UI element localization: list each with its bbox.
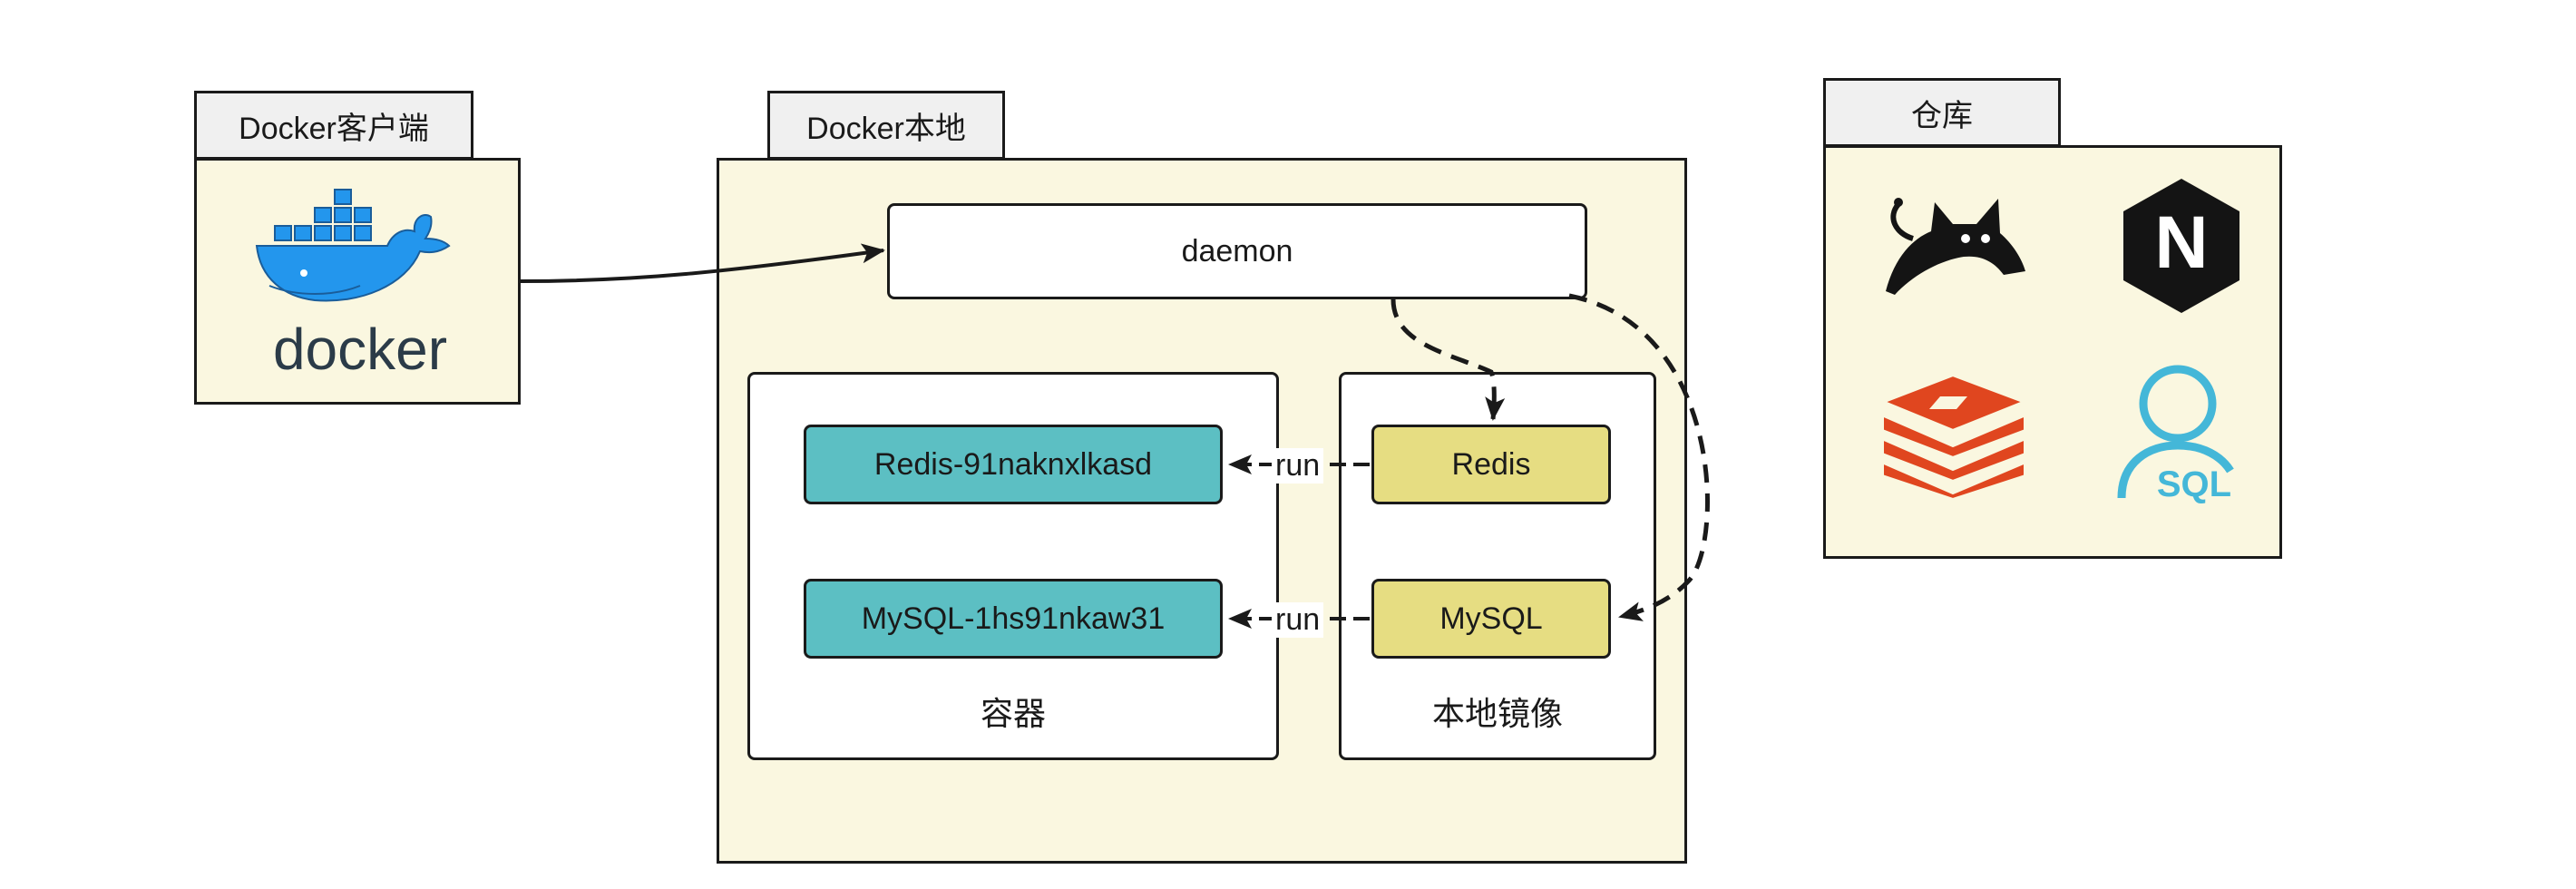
container-mysql: MySQL-1hs91nkaw31 bbox=[804, 579, 1223, 659]
daemon-to-redis-image-arrow bbox=[1390, 298, 1506, 421]
docker-logo-text: docker bbox=[273, 317, 447, 382]
container-redis-label: Redis-91naknxlkasd bbox=[873, 446, 1153, 482]
redis-icon bbox=[1877, 375, 2031, 502]
sql-icon: SQL bbox=[2117, 365, 2234, 504]
registry-tab: 仓库 bbox=[1823, 78, 2061, 147]
docker-client-tab: Docker客户端 bbox=[194, 91, 473, 160]
run-redis-label: run bbox=[1272, 448, 1324, 484]
container-redis: Redis-91naknxlkasd bbox=[804, 425, 1223, 504]
daemon-box: daemon bbox=[887, 203, 1587, 299]
local-images-caption: 本地镜像 bbox=[1431, 695, 1563, 732]
image-mysql: MySQL bbox=[1371, 579, 1611, 659]
registry-panel: N SQL bbox=[1823, 145, 2282, 559]
docker-client-panel: docker bbox=[194, 158, 521, 405]
docker-client-tab-label: Docker客户端 bbox=[239, 111, 429, 146]
tomcat-icon bbox=[1886, 198, 2025, 295]
sql-icon-text: SQL bbox=[2157, 464, 2231, 504]
image-mysql-label: MySQL bbox=[1439, 601, 1543, 636]
nginx-icon: N bbox=[2123, 179, 2239, 313]
daemon-to-mysql-image-arrow bbox=[1568, 293, 1710, 621]
registry-tab-label: 仓库 bbox=[1911, 98, 1973, 133]
daemon-label: daemon bbox=[1181, 233, 1293, 269]
nginx-letter: N bbox=[2154, 201, 2208, 284]
docker-local-tab-label: Docker本地 bbox=[806, 111, 966, 146]
image-redis-label: Redis bbox=[1451, 446, 1531, 482]
client-to-daemon-arrow bbox=[520, 243, 885, 283]
docker-local-tab: Docker本地 bbox=[767, 91, 1005, 160]
image-redis: Redis bbox=[1371, 425, 1611, 504]
container-mysql-label: MySQL-1hs91nkaw31 bbox=[861, 601, 1166, 636]
docker-logo-icon: docker bbox=[255, 189, 451, 382]
containers-caption: 容器 bbox=[980, 695, 1046, 732]
run-mysql-label: run bbox=[1272, 602, 1324, 638]
